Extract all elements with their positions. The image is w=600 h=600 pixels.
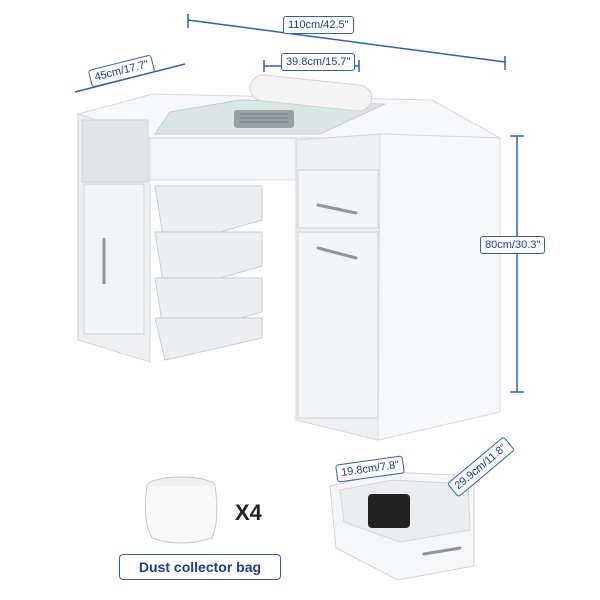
dust-vent (234, 110, 294, 128)
left-door (83, 183, 145, 335)
door-handle (316, 246, 358, 260)
height-dimension: 80cm/30.3" (480, 236, 546, 254)
vent-grille (240, 113, 288, 123)
bag-quantity: X4 (235, 500, 262, 525)
detail-drawer-handle (422, 546, 462, 556)
width-dimension: 110cm/42.5" (283, 16, 354, 34)
right-cabinet-side (377, 133, 501, 441)
drawer-front (297, 169, 379, 229)
motor-block (368, 494, 410, 528)
drawer-panel (149, 137, 297, 181)
dust-bag (144, 476, 218, 544)
drawer-handle (316, 203, 358, 215)
bag-caption: Dust collector bag (119, 554, 281, 580)
open-shelf (81, 119, 149, 183)
tray-dimension: 39.8cm/15.7" (281, 53, 356, 71)
side-shelves (154, 185, 263, 361)
arm-rest (249, 74, 373, 112)
cabinet-door (297, 231, 379, 419)
